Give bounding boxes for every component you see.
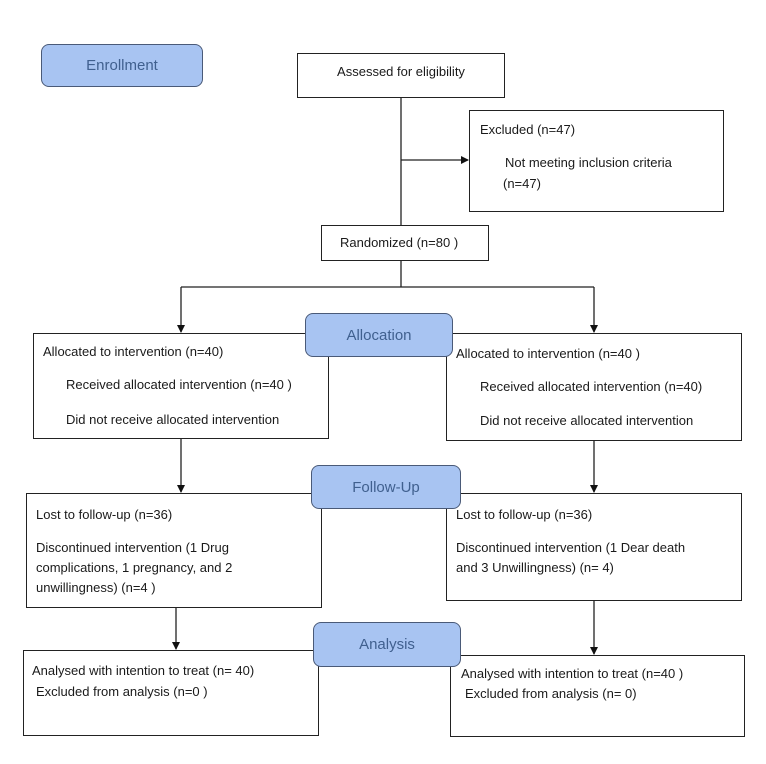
excluded-reason-line1: Not meeting inclusion criteria bbox=[505, 155, 672, 170]
analysis-right-excluded: Excluded from analysis (n= 0) bbox=[465, 686, 637, 701]
analysis-left-analysed: Analysed with intention to treat (n= 40) bbox=[32, 663, 255, 678]
alloc-right-not-received: Did not receive allocated intervention bbox=[480, 413, 694, 428]
alloc-left-allocated: Allocated to intervention (n=40) bbox=[43, 344, 224, 359]
assessed-box bbox=[297, 53, 505, 98]
analysis-left-box bbox=[23, 650, 319, 736]
fu-left-discontinued-3: unwillingness) (n=4 ) bbox=[36, 580, 156, 595]
alloc-right-received: Received allocated intervention (n=40) bbox=[480, 379, 703, 394]
fu-left-discontinued-1: Discontinued intervention (1 Drug bbox=[36, 540, 229, 555]
randomized-box bbox=[321, 225, 489, 261]
excluded-reason-line2: (n=47) bbox=[503, 176, 541, 191]
assessed-text: Assessed for eligibility bbox=[337, 64, 465, 79]
stage-enrollment: Enrollment bbox=[41, 44, 203, 87]
alloc-left-received: Received allocated intervention (n=40 ) bbox=[66, 377, 292, 392]
allocation-right-box bbox=[446, 333, 742, 441]
analysis-right-box bbox=[450, 655, 745, 737]
analysis-right-analysed: Analysed with intention to treat (n=40 ) bbox=[461, 666, 684, 681]
stage-analysis: Analysis bbox=[313, 622, 461, 667]
randomized-text: Randomized (n=80 ) bbox=[340, 235, 459, 250]
analysis-left-excluded: Excluded from analysis (n=0 ) bbox=[36, 684, 208, 699]
fu-right-discontinued-2: and 3 Unwillingness) (n= 4) bbox=[456, 560, 614, 575]
alloc-right-allocated: Allocated to intervention (n=40 ) bbox=[456, 346, 640, 361]
fu-right-discontinued-1: Discontinued intervention (1 Dear death bbox=[456, 540, 686, 555]
followup-left-box bbox=[26, 493, 322, 608]
excluded-box bbox=[469, 110, 724, 212]
stage-allocation: Allocation bbox=[305, 313, 453, 357]
excluded-title: Excluded (n=47) bbox=[480, 122, 576, 137]
followup-right-box bbox=[446, 493, 742, 601]
fu-right-lost: Lost to follow-up (n=36) bbox=[456, 507, 593, 522]
fu-left-lost: Lost to follow-up (n=36) bbox=[36, 507, 173, 522]
fu-left-discontinued-2: complications, 1 pregnancy, and 2 bbox=[36, 560, 233, 575]
stage-follow-up: Follow-Up bbox=[311, 465, 461, 509]
allocation-left-box bbox=[33, 333, 329, 439]
alloc-left-not-received: Did not receive allocated intervention bbox=[66, 412, 280, 427]
